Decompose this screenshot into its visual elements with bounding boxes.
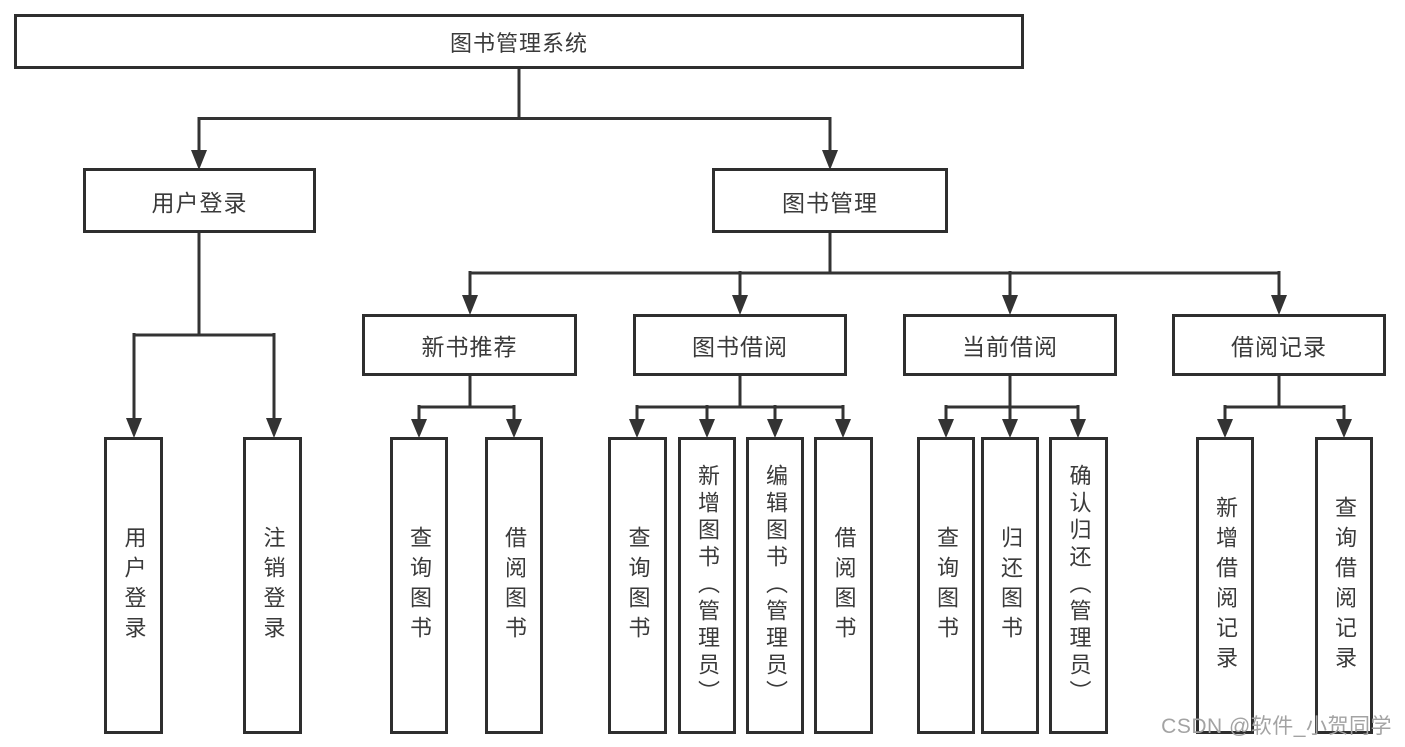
leaf-borrow-edit-books-admin: 编辑图书（管理员） xyxy=(746,437,804,734)
node-label: 借阅记录 xyxy=(1231,334,1327,360)
leaf-records-query-record: 查询借阅记录 xyxy=(1315,437,1373,734)
node-label: 新书推荐 xyxy=(421,334,518,360)
edge-rec-to-leaves xyxy=(411,375,522,438)
node-label: 查询图书 xyxy=(407,525,432,646)
node-book-borrowing: 图书借阅 xyxy=(633,314,847,376)
leaf-current-return-books: 归还图书 xyxy=(981,437,1039,734)
node-label: 编辑图书（管理员） xyxy=(763,464,788,707)
node-label: 图书管理 xyxy=(782,189,878,216)
node-label: 确认归还（管理员） xyxy=(1066,464,1092,707)
leaf-records-add-record: 新增借阅记录 xyxy=(1196,437,1254,734)
node-library-management-system: 图书管理系统 xyxy=(14,14,1024,69)
node-label: 注销登录 xyxy=(260,525,286,646)
node-new-book-recommend: 新书推荐 xyxy=(362,314,577,376)
leaf-logout: 注销登录 xyxy=(243,437,302,734)
node-label: 新增图书（管理员） xyxy=(695,464,720,707)
node-label: 归还图书 xyxy=(998,525,1023,646)
leaf-borrow-add-books-admin: 新增图书（管理员） xyxy=(678,437,736,734)
node-label: 借阅图书 xyxy=(831,525,857,646)
node-user-login: 用户登录 xyxy=(83,168,316,233)
node-label: 查询图书 xyxy=(625,525,651,646)
leaf-current-query-books: 查询图书 xyxy=(917,437,975,734)
leaf-borrow-borrow-books: 借阅图书 xyxy=(814,437,873,734)
leaf-user-login: 用户登录 xyxy=(104,437,163,734)
node-label: 用户登录 xyxy=(151,189,248,216)
node-current-borrowing: 当前借阅 xyxy=(903,314,1117,376)
node-book-management: 图书管理 xyxy=(712,168,948,233)
node-borrowing-records: 借阅记录 xyxy=(1172,314,1386,376)
leaf-current-confirm-return-admin: 确认归还（管理员） xyxy=(1049,437,1108,734)
leaf-borrow-query-books: 查询图书 xyxy=(608,437,667,734)
leaf-rec-query-books: 查询图书 xyxy=(390,437,448,734)
edge-borrow-to-leaves xyxy=(629,375,851,438)
node-label: 用户登录 xyxy=(121,525,147,646)
node-label: 图书管理系统 xyxy=(449,30,588,56)
leaf-rec-borrow-books: 借阅图书 xyxy=(485,437,543,734)
edge-current-to-leaves xyxy=(938,375,1086,438)
edge-records-to-leaves xyxy=(1217,375,1352,438)
node-label: 当前借阅 xyxy=(962,334,1058,360)
csdn-watermark: CSDN @软件_小贺同学 xyxy=(1161,715,1392,738)
node-label: 新增借阅记录 xyxy=(1213,495,1238,676)
node-label: 图书借阅 xyxy=(692,334,788,360)
edge-root-to-level2 xyxy=(191,67,838,170)
node-label: 查询借阅记录 xyxy=(1332,495,1357,676)
node-label: 借阅图书 xyxy=(502,525,527,646)
node-label: 查询图书 xyxy=(934,525,959,646)
edge-mgmt-to-level3 xyxy=(462,231,1287,315)
edge-login-to-leaves xyxy=(126,231,282,438)
